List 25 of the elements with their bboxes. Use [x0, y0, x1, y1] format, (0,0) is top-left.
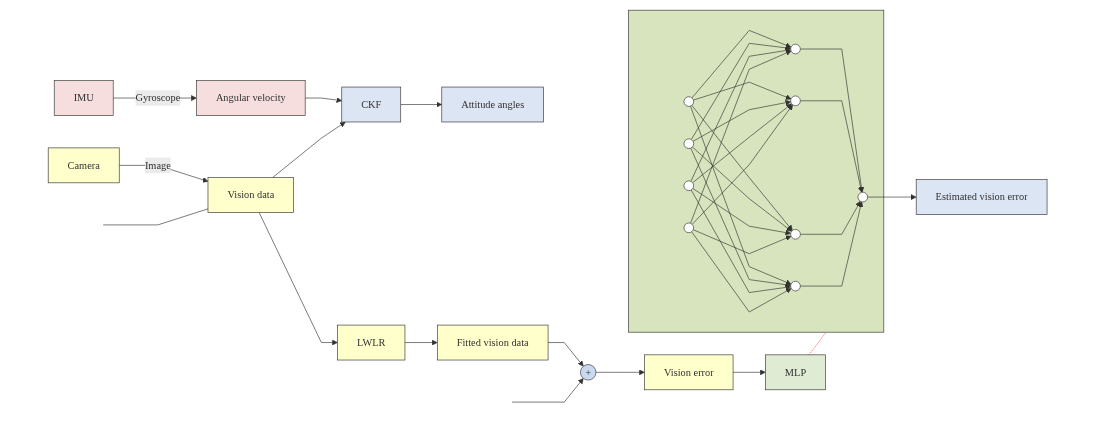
node-circle: +	[579, 364, 597, 381]
node-box: Vision error	[644, 354, 734, 391]
node-circle	[790, 280, 801, 292]
cluster	[627, 9, 885, 333]
node-box: IMU	[53, 80, 114, 116]
node-circle	[683, 180, 694, 191]
node-box: Estimated vision error	[915, 179, 1048, 215]
edge-label: Image	[144, 159, 171, 171]
edge-label: Gyroscope	[135, 92, 181, 104]
node-circle	[790, 229, 801, 240]
node-circle	[683, 138, 694, 149]
node-circle	[857, 191, 868, 203]
node-box: Fitted vision data	[436, 324, 549, 361]
node-box: Camera	[47, 147, 120, 184]
node-circle	[683, 222, 694, 233]
node-box: CKF	[341, 86, 401, 123]
node-box: LWLR	[337, 324, 406, 361]
node-circle	[683, 96, 694, 107]
node-box: Attitude angles	[441, 86, 544, 123]
node-box: MLP	[765, 354, 826, 391]
node-box: Angular velocity	[196, 80, 306, 116]
node-box: Vision data	[207, 177, 294, 213]
connector	[102, 208, 209, 226]
node-circle	[790, 95, 801, 106]
node-circle	[790, 43, 801, 55]
